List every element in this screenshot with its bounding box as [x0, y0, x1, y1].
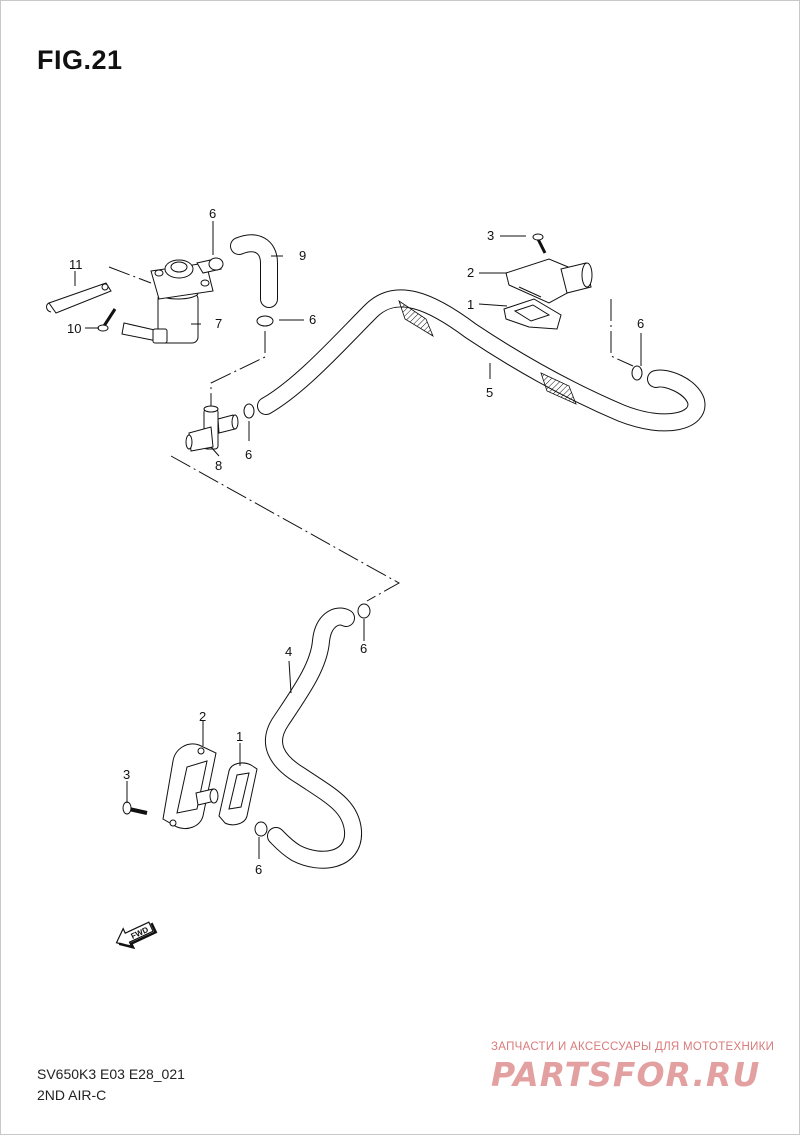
bolt-3-lower	[122, 801, 148, 815]
watermark-caption: ЗАПЧАСТИ И АКСЕССУАРЫ ДЛЯ МОТОТЕХНИКИ	[491, 1041, 775, 1053]
callout-5: 5	[486, 385, 493, 400]
bracket-11	[46, 282, 112, 314]
callout-4: 4	[285, 644, 292, 659]
reed-gasket-1-lower	[218, 762, 258, 826]
clamps-6	[208, 257, 643, 837]
figure-title: FIG.21	[37, 45, 123, 75]
callout-3-upper: 3	[487, 228, 494, 243]
leader-lines	[74, 221, 642, 859]
callout-3-lower: 3	[123, 767, 130, 782]
callout-2-lower: 2	[199, 709, 206, 724]
screw-10	[97, 308, 117, 332]
air-valve-7	[121, 258, 222, 344]
reed-cover-2-lower	[162, 743, 219, 830]
hose-4	[265, 607, 362, 869]
callout-10: 10	[67, 321, 81, 336]
callout-6-c: 6	[637, 316, 644, 331]
hose-5	[257, 289, 706, 432]
callout-7: 7	[215, 316, 222, 331]
t-joint-8	[185, 405, 239, 452]
callout-6-f: 6	[255, 862, 262, 877]
hose-9	[230, 234, 278, 308]
callout-6-b: 6	[309, 312, 316, 327]
routing-lines	[108, 266, 634, 602]
callout-2-upper: 2	[467, 265, 474, 280]
drawing-code: SV650K3 E03 E28_021	[37, 1066, 185, 1082]
watermark-logo: PARTSFOR.RU	[491, 1055, 761, 1094]
callout-6-e: 6	[360, 641, 367, 656]
callout-6-a: 6	[209, 206, 216, 221]
callout-1-upper: 1	[467, 297, 474, 312]
fwd-arrow-icon: FWD	[115, 921, 158, 950]
drawing-subtitle: 2ND AIR-C	[37, 1087, 107, 1103]
reed-gasket-1-upper	[503, 298, 562, 330]
callout-9: 9	[299, 248, 306, 263]
callout-labels: 6 9 11 7 10 6 3 2 1 6 5 8 6 6 4 2 1 3 6	[67, 206, 644, 877]
callout-11: 11	[69, 257, 83, 272]
reed-cover-2-upper	[505, 233, 593, 304]
callout-1-lower: 1	[236, 729, 243, 744]
callout-8: 8	[215, 458, 222, 473]
callout-6-d: 6	[245, 447, 252, 462]
